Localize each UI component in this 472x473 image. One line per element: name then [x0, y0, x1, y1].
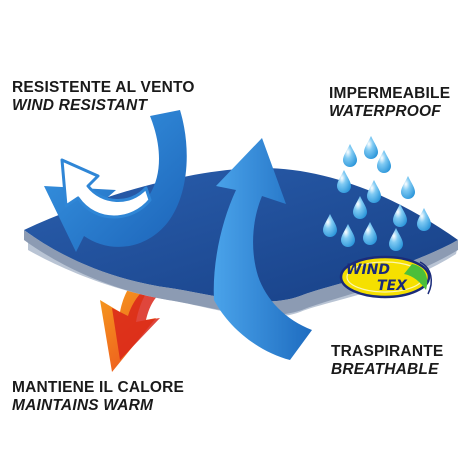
water-drop [377, 150, 391, 173]
breathable-arrow [213, 138, 312, 360]
label-water-english: WATERPROOF [329, 103, 441, 121]
water-drop [393, 204, 407, 227]
water-drop [341, 224, 355, 247]
water-drop [337, 170, 351, 193]
label-waterproof: IMPERMEABILE WATERPROOF [329, 85, 451, 121]
label-wind-resistant: RESISTENTE AL VENTO WIND RESISTANT [12, 79, 195, 115]
label-wind-italian: RESISTENTE AL VENTO [12, 79, 195, 96]
water-drop [367, 180, 381, 203]
logo-word-tex: TEX [377, 278, 408, 294]
water-drops [323, 136, 431, 251]
water-drop [323, 214, 337, 237]
label-warm-english: MAINTAINS WARM [12, 397, 154, 415]
windtex-logo: WIND TEX [339, 255, 433, 299]
label-breathable: TRASPIRANTE BREATHABLE [331, 343, 444, 379]
water-drop [364, 136, 378, 159]
water-drop [389, 228, 403, 251]
label-water-italian: IMPERMEABILE [329, 85, 451, 102]
label-breath-english: BREATHABLE [331, 361, 439, 379]
water-drop [363, 222, 377, 245]
label-wind-english: WIND RESISTANT [12, 97, 148, 115]
water-drop [353, 196, 367, 219]
label-warm-italian: MANTIENE IL CALORE [12, 379, 185, 396]
water-drop [401, 176, 415, 199]
water-drop [417, 208, 431, 231]
logo-word-wind: WIND [346, 262, 390, 278]
label-maintains-warm: MANTIENE IL CALORE MAINTAINS WARM [12, 379, 185, 415]
wind-arrow [44, 110, 187, 252]
water-drop [343, 144, 357, 167]
logo-swoosh-icon [404, 264, 428, 290]
label-breath-italian: TRASPIRANTE [331, 343, 444, 360]
